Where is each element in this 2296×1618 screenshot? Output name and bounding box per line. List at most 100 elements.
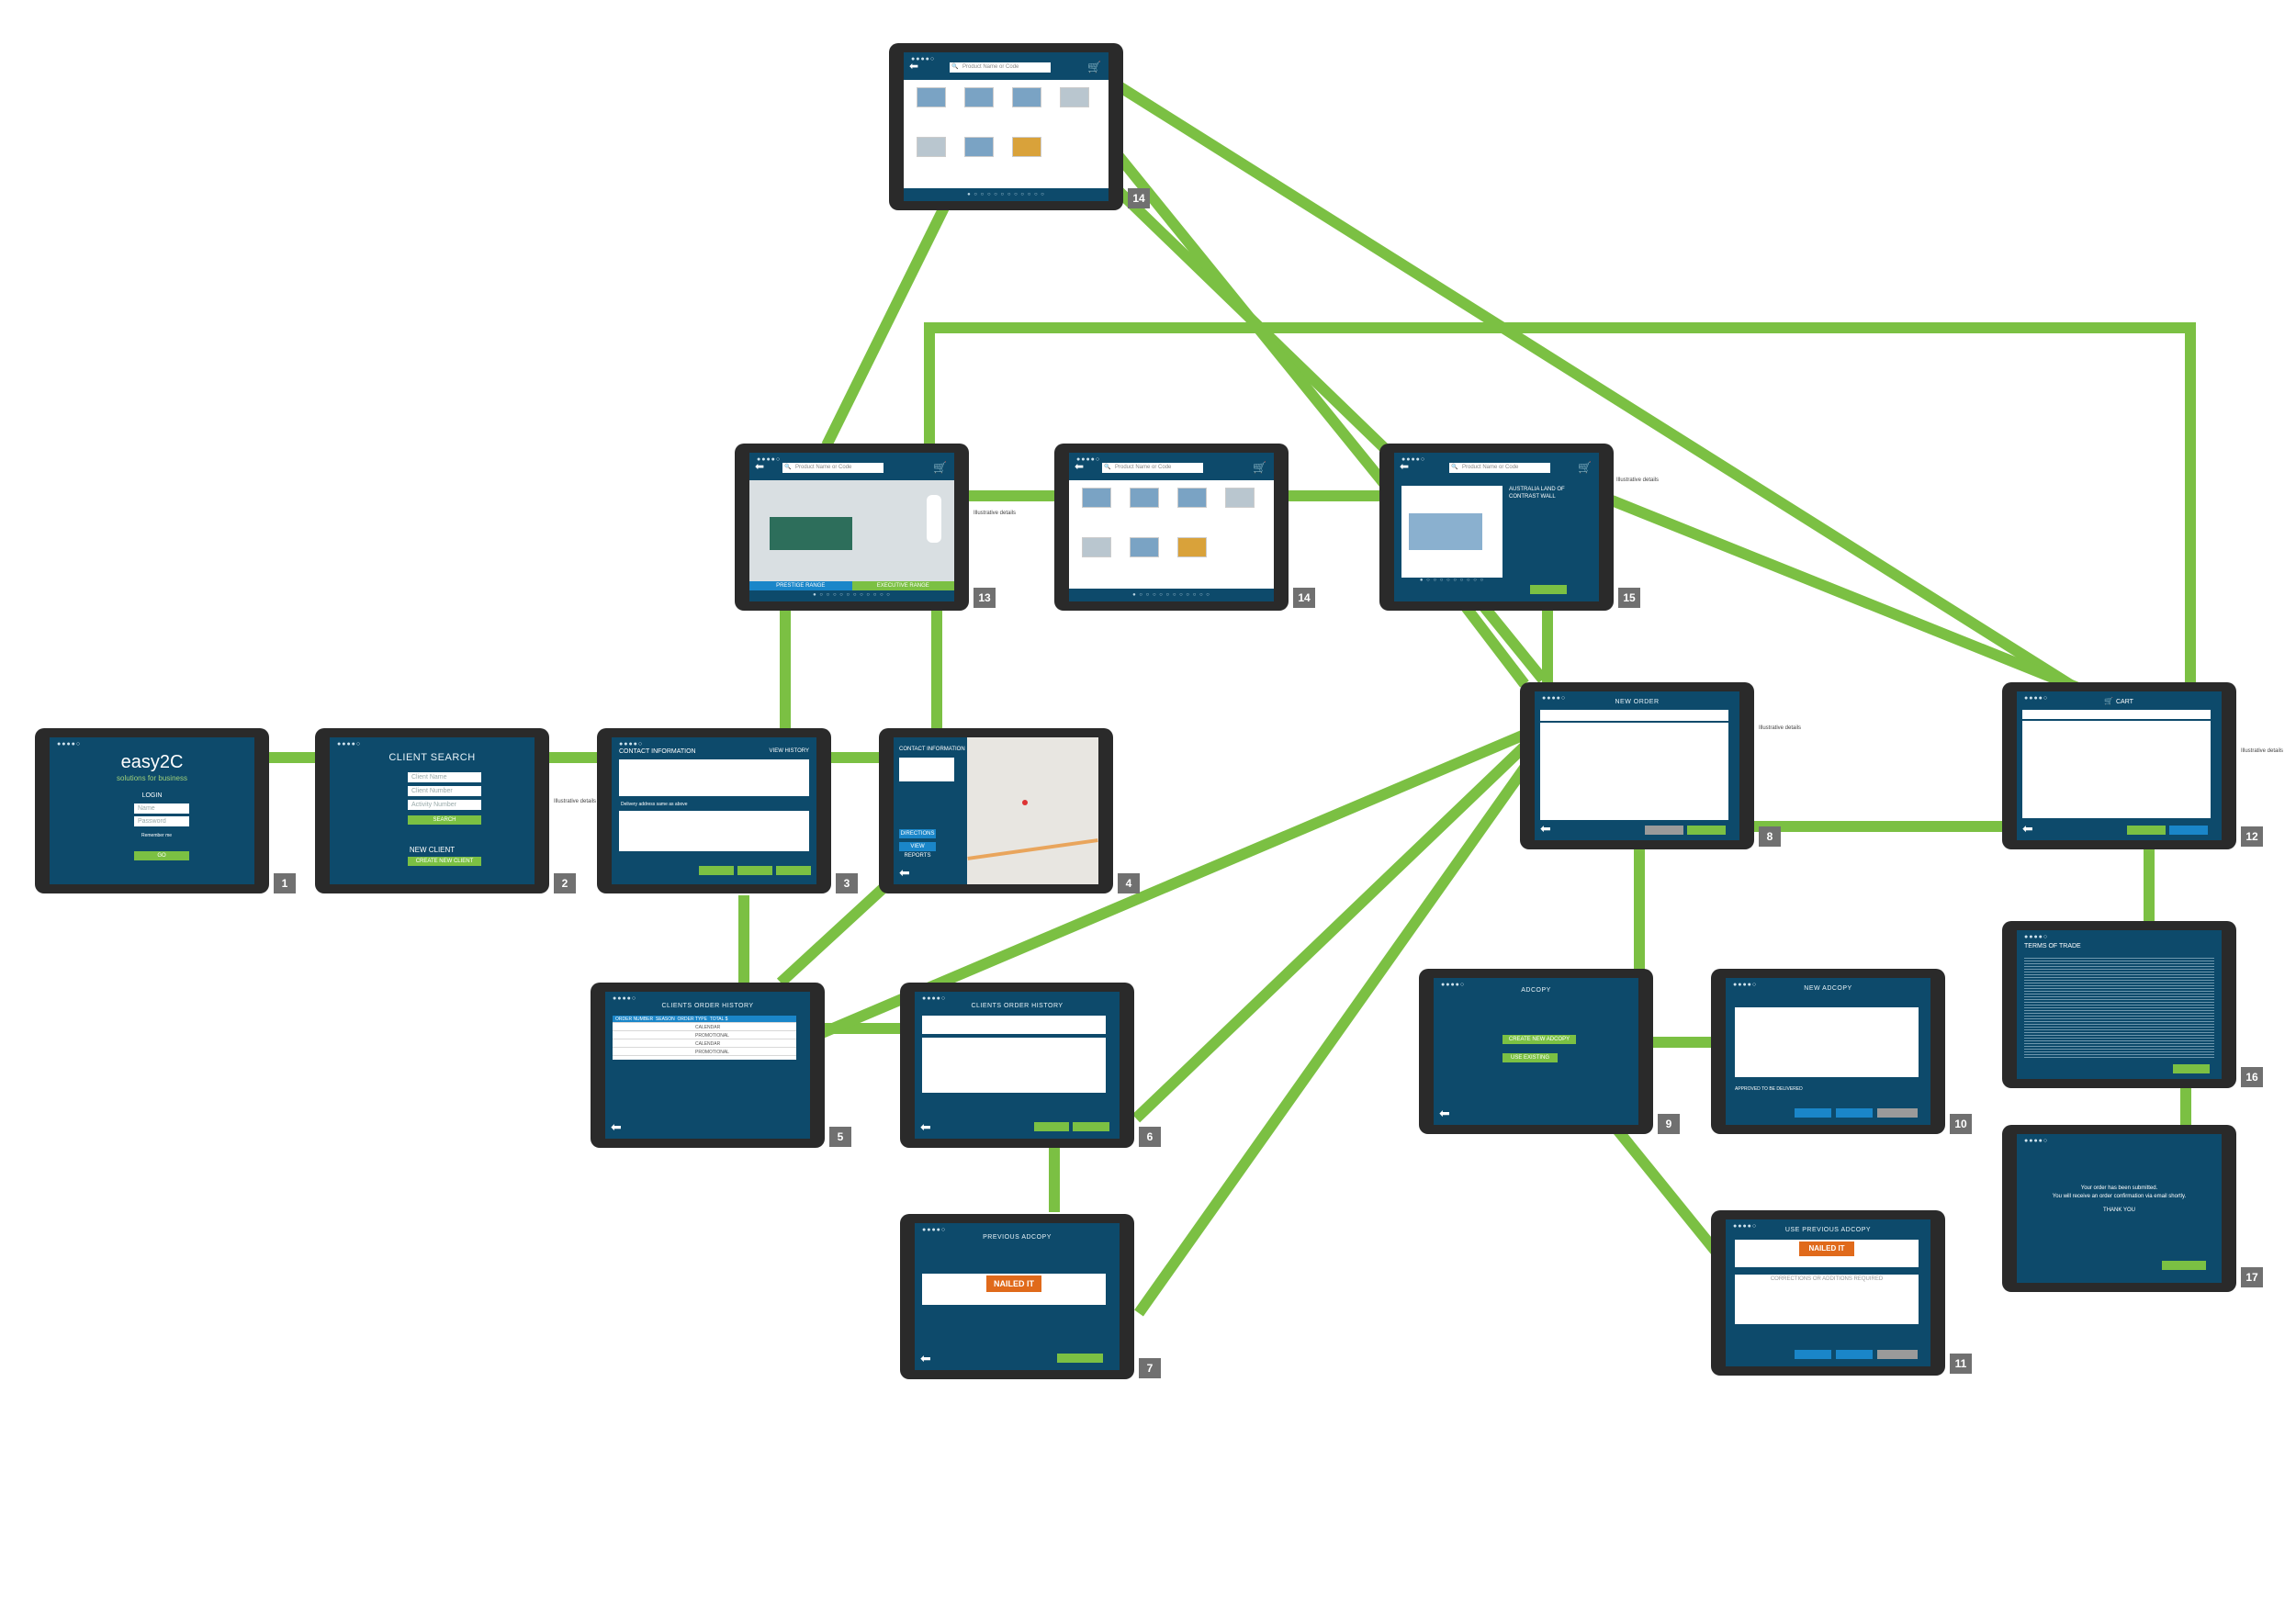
action-button[interactable] (1795, 1108, 1831, 1118)
action-button[interactable] (776, 866, 811, 875)
back-arrow-icon[interactable]: ⬅ (899, 865, 910, 880)
cart-icon[interactable]: 🛒 (1578, 461, 1592, 474)
approved-checkbox[interactable]: APPROVED TO BE DELIVERED (1735, 1086, 1803, 1092)
product-thumb[interactable] (1225, 488, 1255, 508)
product-thumb[interactable] (1130, 488, 1159, 508)
annotation-note: Illustrative details (2241, 748, 2284, 754)
back-arrow-icon[interactable]: ⬅ (920, 1119, 931, 1134)
cart-icon[interactable]: 🛒 (933, 461, 947, 474)
product-thumb[interactable] (1012, 137, 1041, 157)
create-new-client-button[interactable]: CREATE NEW CLIENT (408, 857, 481, 866)
use-existing-button[interactable]: USE EXISTING (1503, 1053, 1558, 1062)
action-button[interactable] (1877, 1350, 1918, 1359)
screen-number: 11 (1950, 1354, 1972, 1374)
search-input[interactable]: Product Name or Code (782, 463, 884, 473)
corrections-textarea[interactable]: CORRECTIONS OR ADDITIONS REQUIRED (1735, 1275, 1919, 1324)
status-bar: ●●●●○ (1401, 456, 1426, 463)
table-row[interactable]: PROMOTIONAL (613, 1049, 796, 1056)
client-name-field[interactable]: Client Name (408, 772, 481, 782)
action-button[interactable] (1877, 1108, 1918, 1118)
status-bar: ●●●●○ (57, 741, 82, 747)
view-reports-button[interactable]: VIEW REPORTS (899, 842, 936, 859)
product-thumb[interactable] (964, 137, 994, 157)
product-grid (1069, 480, 1274, 589)
product-thumb[interactable] (964, 87, 994, 107)
action-button[interactable] (1687, 826, 1726, 835)
product-thumb[interactable] (1177, 488, 1207, 508)
back-arrow-icon[interactable]: ⬅ (1540, 821, 1551, 836)
action-button[interactable] (2162, 1261, 2206, 1270)
top-bar: ●●●●○ ⬅ Product Name or Code 🛒 (904, 52, 1109, 80)
back-arrow-icon[interactable]: ⬅ (920, 1351, 931, 1365)
link-8-6 (1131, 737, 1534, 1123)
product-thumb[interactable] (1177, 537, 1207, 557)
table-row[interactable]: PROMOTIONAL (613, 1032, 796, 1039)
table-row[interactable]: CALENDAR (613, 1024, 796, 1031)
accept-button[interactable] (2173, 1064, 2210, 1073)
product-thumb[interactable] (1012, 87, 1041, 107)
action-button[interactable] (1645, 826, 1683, 835)
action-button[interactable] (699, 866, 734, 875)
add-to-cart-button[interactable] (1530, 585, 1567, 594)
cart-header (2022, 710, 2211, 719)
order-header (1540, 710, 1728, 721)
status-bar: ●●●●○ (619, 741, 644, 747)
directions-button[interactable]: DIRECTIONS (899, 829, 936, 838)
delivery-form (619, 811, 809, 851)
action-button[interactable] (1057, 1354, 1103, 1363)
action-button[interactable] (2169, 826, 2208, 835)
terms-text (2024, 956, 2214, 1059)
page-title: PREVIOUS ADCOPY (983, 1234, 1052, 1241)
cart-icon[interactable]: 🛒 (1253, 461, 1266, 474)
search-button[interactable]: SEARCH (408, 815, 481, 825)
page-title: TERMS OF TRADE (2024, 943, 2081, 949)
map-area[interactable] (967, 737, 1098, 884)
action-button[interactable] (1795, 1350, 1831, 1359)
back-arrow-icon[interactable]: ⬅ (755, 460, 765, 473)
back-arrow-icon[interactable]: ⬅ (1400, 460, 1410, 473)
search-input[interactable]: Product Name or Code (950, 62, 1051, 73)
same-address-checkbox[interactable]: Delivery address same as above (621, 802, 688, 807)
product-thumb[interactable] (1130, 537, 1159, 557)
back-arrow-icon[interactable]: ⬅ (611, 1119, 622, 1134)
view-history-link[interactable]: VIEW HISTORY (769, 748, 809, 754)
person-figure (927, 495, 941, 543)
search-input[interactable]: Product Name or Code (1102, 463, 1203, 473)
screen-product-range: ●●●●○ ⬅ Product Name or Code 🛒 PRESTIGE … (735, 444, 969, 611)
screen-number: 15 (1618, 588, 1640, 608)
page-dots[interactable]: ● ○ ○ ○ ○ ○ ○ ○ ○ ○ (1419, 578, 1485, 583)
prestige-range-label[interactable]: PRESTIGE RANGE (749, 581, 852, 590)
action-button[interactable] (1034, 1122, 1069, 1131)
search-input[interactable]: Product Name or Code (1449, 463, 1550, 473)
table-row[interactable]: CALENDAR (613, 1040, 796, 1048)
page-dots[interactable]: ● ○ ○ ○ ○ ○ ○ ○ ○ ○ ○ ○ (1132, 592, 1210, 598)
submitted-message: Your order has been submitted. (2080, 1185, 2158, 1191)
action-button[interactable] (737, 866, 772, 875)
page-dots[interactable]: ● ○ ○ ○ ○ ○ ○ ○ ○ ○ ○ ○ (813, 592, 891, 598)
product-thumb[interactable] (917, 137, 946, 157)
back-arrow-icon[interactable]: ⬅ (909, 60, 919, 73)
activity-number-field[interactable]: Activity Number (408, 800, 481, 810)
password-field[interactable]: Password (134, 816, 189, 826)
product-thumb[interactable] (917, 87, 946, 107)
create-new-adcopy-button[interactable]: CREATE NEW ADCOPY (1503, 1035, 1576, 1044)
page-dots[interactable]: ● ○ ○ ○ ○ ○ ○ ○ ○ ○ ○ ○ (967, 192, 1045, 197)
remember-me-checkbox[interactable]: Remember me (141, 833, 173, 838)
product-thumb[interactable] (1082, 488, 1111, 508)
back-arrow-icon[interactable]: ⬅ (1075, 460, 1085, 473)
product-thumb[interactable] (1082, 537, 1111, 557)
adcopy-textarea[interactable] (1735, 1007, 1919, 1077)
client-number-field[interactable]: Client Number (408, 786, 481, 796)
action-button[interactable] (2127, 826, 2166, 835)
action-button[interactable] (1836, 1108, 1873, 1118)
action-button[interactable] (1073, 1122, 1109, 1131)
name-field[interactable]: Name (134, 803, 189, 814)
executive-range-label[interactable]: EXECUTIVE RANGE (851, 581, 954, 590)
back-arrow-icon[interactable]: ⬅ (1439, 1106, 1450, 1120)
screen-number: 9 (1658, 1114, 1680, 1134)
action-button[interactable] (1836, 1350, 1873, 1359)
back-arrow-icon[interactable]: ⬅ (2022, 821, 2033, 836)
product-thumb[interactable] (1060, 87, 1089, 107)
login-button[interactable]: GO (134, 851, 189, 860)
cart-icon[interactable]: 🛒 (1087, 61, 1101, 73)
